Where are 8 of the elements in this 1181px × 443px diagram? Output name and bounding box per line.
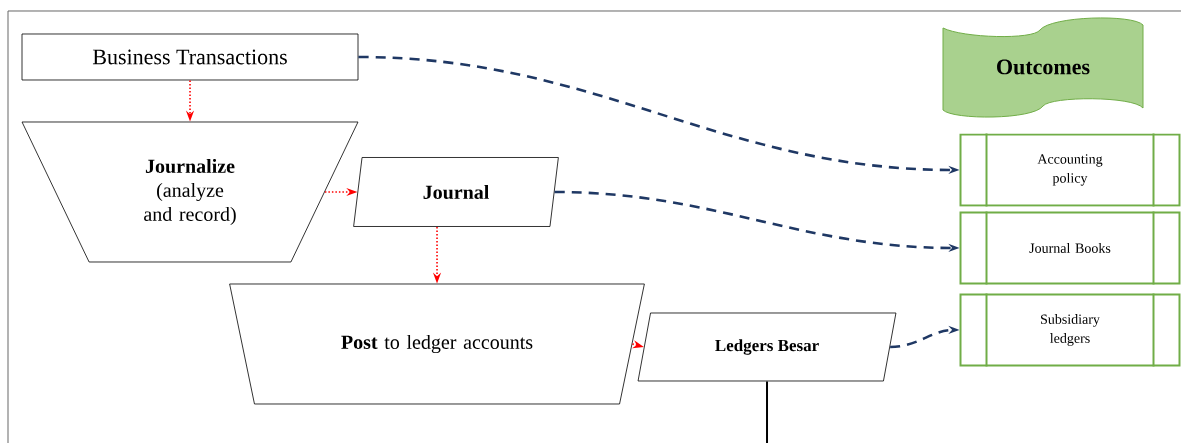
process-box: Business Transactions xyxy=(21,33,359,81)
data-parallelogram: Journal xyxy=(353,157,559,227)
trapezoid-box: Post to ledger accounts xyxy=(229,283,645,405)
outcome-box: Journal Books xyxy=(959,210,1181,286)
outcome-box: Subsidiary ledgers xyxy=(959,292,1181,368)
trapezoid-box: Journalize (analyze and record) xyxy=(21,121,359,263)
data-parallelogram: Ledgers Besar xyxy=(637,312,897,382)
outcome-box: Accounting policy xyxy=(959,132,1181,208)
